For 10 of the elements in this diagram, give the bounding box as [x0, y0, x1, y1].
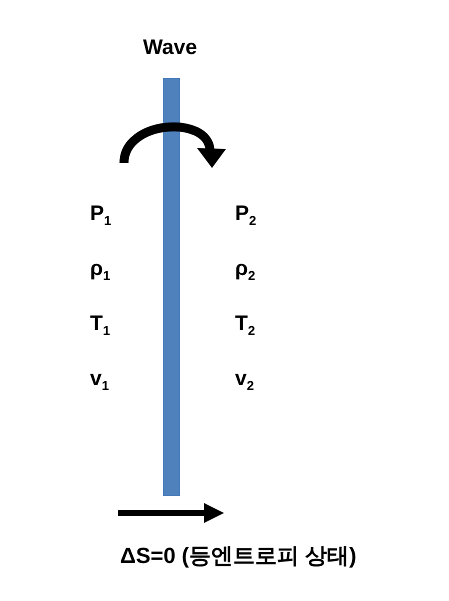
state-variable: T$_{2}$ — [235, 312, 256, 338]
state-variable: ρ$_{2}$ — [235, 257, 256, 284]
state-variable: P$_{1}$ — [90, 202, 112, 228]
wave-label: Wave — [142, 36, 198, 60]
caption: ΔS=0 (등엔트로피 상태) — [120, 543, 356, 568]
state-variable: v$_{2}$ — [235, 367, 254, 394]
state-variable: ρ$_{1}$ — [90, 257, 110, 284]
state-variable: T$_{1}$ — [90, 312, 110, 338]
state-variable: P$_{2}$ — [235, 202, 256, 228]
state-variable: v$_{1}$ — [90, 367, 109, 394]
